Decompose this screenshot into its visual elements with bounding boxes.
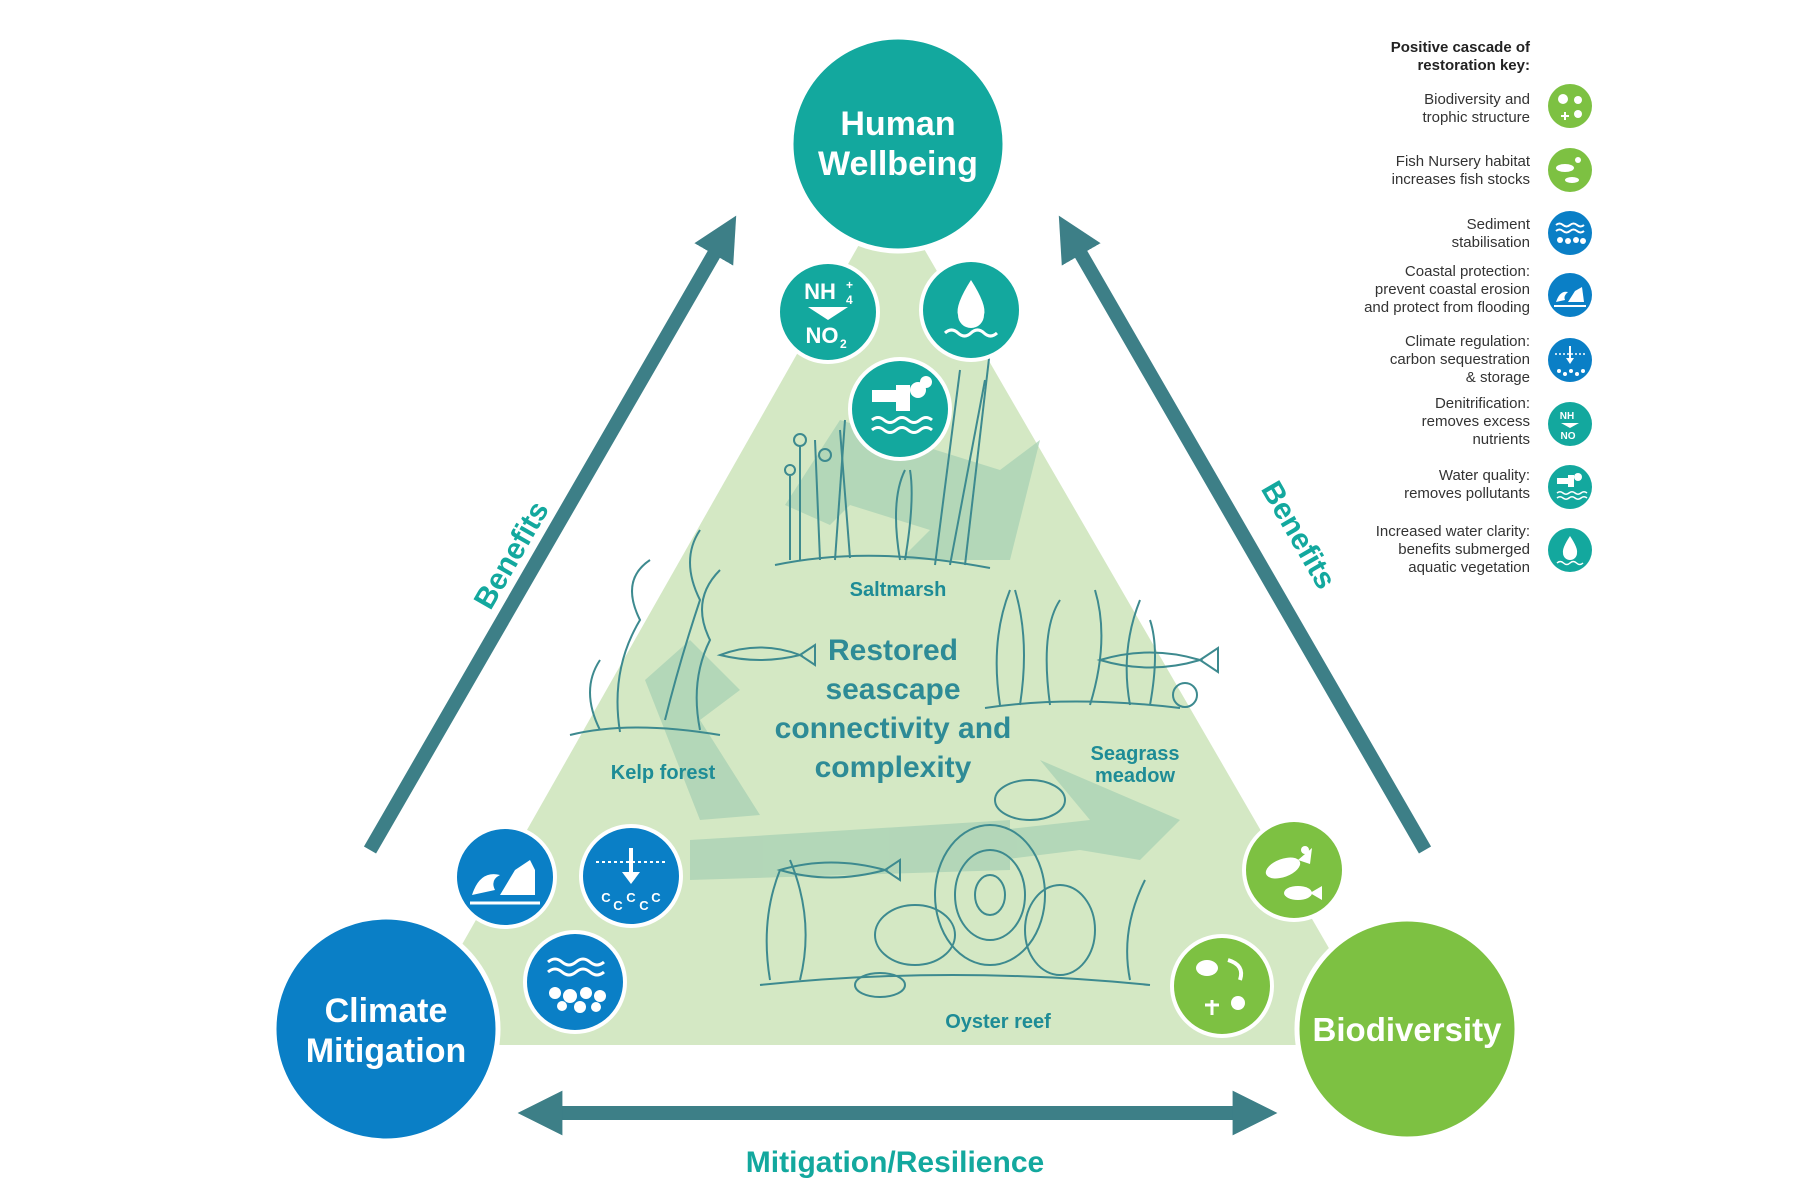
carbon-letter-4: C (639, 898, 649, 913)
legend-item-coastal-line2: prevent coastal erosion (1375, 281, 1530, 298)
center-title-line4: complexity (815, 751, 972, 784)
legend-no2-text: NO (1561, 431, 1576, 442)
legend-item-water-quality-line2: removes pollutants (1404, 485, 1530, 502)
seagrass-meadow-label-line1: Seagrass (1091, 743, 1180, 765)
legend-carbon-icon (1548, 338, 1592, 382)
legend-item-fish-nursery-line2: increases fish stocks (1392, 171, 1530, 188)
legend-water-clarity-icon (1548, 528, 1592, 572)
legend-nh4-text: NH (1560, 411, 1574, 422)
node-climate-mitigation-line1: Climate (325, 992, 448, 1030)
legend-item-climate-line1: Climate regulation: (1405, 333, 1530, 350)
sediment-icon (523, 930, 627, 1034)
legend-coastal-protection-icon (1548, 273, 1592, 317)
mitigation-resilience-label: Mitigation/Resilience (746, 1146, 1044, 1179)
legend-item-water-clarity-line3: aquatic vegetation (1408, 559, 1530, 576)
legend-item-water-quality-line1: Water quality: (1439, 467, 1530, 484)
legend-item-fish-nursery-line1: Fish Nursery habitat (1396, 153, 1531, 170)
node-human-wellbeing-line2: Wellbeing (818, 145, 978, 183)
legend-item-sediment-line1: Sediment (1467, 216, 1531, 233)
biodiversity-icon (1170, 934, 1274, 1038)
legend-item-denitrification-line2: removes excess (1422, 413, 1530, 430)
no2-text: NO (806, 323, 839, 348)
no2-sub: 2 (840, 337, 847, 351)
node-human-wellbeing-line1: Human (840, 105, 955, 143)
node-human-wellbeing: Human Wellbeing (788, 34, 1008, 254)
node-biodiversity-label: Biodiversity (1313, 1011, 1503, 1048)
legend-denitrification-icon: NH NO (1548, 402, 1592, 446)
oyster-reef-label: Oyster reef (945, 1011, 1051, 1033)
center-title-line1: Restored (828, 634, 958, 667)
legend-title-line2: restoration key: (1417, 57, 1530, 74)
node-biodiversity: Biodiversity (1294, 916, 1520, 1142)
legend-item-sediment-line2: stabilisation (1452, 234, 1530, 251)
nh4-sup: + (846, 278, 853, 292)
carbon-letter-5: C (651, 890, 661, 905)
water-clarity-icon (919, 258, 1023, 362)
nh4-text: NH (804, 279, 836, 304)
carbon-letter-2: C (613, 898, 623, 913)
legend: Positive cascade of restoration key: Bio… (1364, 39, 1592, 576)
center-title-line2: seascape (825, 673, 960, 706)
legend-item-water-clarity-line1: Increased water clarity: (1376, 523, 1530, 540)
benefits-arrow-left (363, 215, 737, 854)
legend-fish-nursery-icon (1548, 148, 1592, 192)
legend-biodiversity-icon (1548, 84, 1592, 128)
legend-item-biodiversity-line1: Biodiversity and (1424, 91, 1530, 108)
carbon-icon: C C C C C (579, 824, 683, 928)
nh4-sub: 4 (846, 293, 853, 307)
legend-title-line1: Positive cascade of (1391, 39, 1531, 56)
legend-water-quality-icon (1548, 465, 1592, 509)
water-quality-icon (848, 357, 952, 461)
legend-item-climate-line2: carbon sequestration (1390, 351, 1530, 368)
center-title-line3: connectivity and (775, 712, 1012, 745)
legend-item-biodiversity-line2: trophic structure (1422, 109, 1530, 126)
denitrification-icon: NH + 4 NO 2 (776, 260, 880, 364)
seagrass-meadow-label-line2: meadow (1095, 765, 1175, 787)
node-climate-mitigation: Climate Mitigation (271, 914, 501, 1144)
fish-nursery-icon (1242, 818, 1346, 922)
carbon-letter-1: C (601, 890, 611, 905)
kelp-forest-illustration (569, 529, 816, 736)
coastal-protection-icon (453, 825, 557, 929)
oyster-reef-illustration (759, 779, 1151, 998)
node-climate-mitigation-line2: Mitigation (306, 1032, 467, 1070)
legend-item-coastal-line3: and protect from flooding (1364, 299, 1530, 316)
legend-item-denitrification-line3: nutrients (1472, 431, 1530, 448)
legend-sediment-icon (1548, 211, 1592, 255)
carbon-letter-3: C (626, 890, 636, 905)
benefits-arrow-right (1058, 215, 1432, 854)
legend-item-denitrification-line1: Denitrification: (1435, 395, 1530, 412)
legend-item-coastal-line1: Coastal protection: (1405, 263, 1530, 280)
seagrass-illustration (984, 589, 1219, 709)
saltmarsh-label: Saltmarsh (850, 579, 947, 601)
seascape-triangle (405, 190, 1385, 1045)
kelp-forest-label: Kelp forest (611, 762, 716, 784)
center-title: Restored seascape connectivity and compl… (775, 634, 1012, 784)
saltmarsh-illustration (774, 349, 991, 569)
legend-item-water-clarity-line2: benefits submerged (1398, 541, 1530, 558)
legend-item-climate-line3: & storage (1466, 369, 1530, 386)
